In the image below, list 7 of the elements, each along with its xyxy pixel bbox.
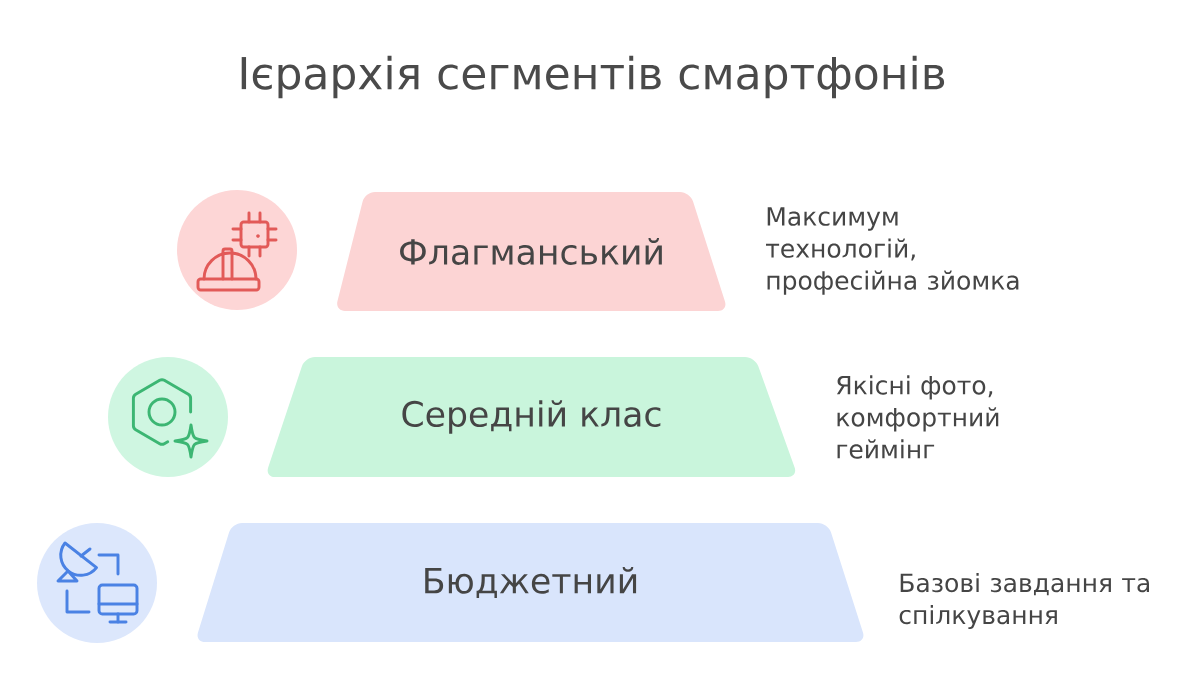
description-text: Якісні фото, комфортний геймінг — [836, 375, 999, 459]
trapezoid-box: Бюджетний — [197, 523, 864, 642]
trapezoid-box: Флагманський — [337, 192, 726, 311]
description-text: Базові завдання та спілкування — [899, 572, 1149, 630]
description-text: Максимум технологій, професійна зйомка — [766, 207, 1019, 295]
title: Ієрархія сегментів смартфонів — [241, 55, 945, 99]
trapezoid-box: Середній клас — [267, 357, 796, 477]
